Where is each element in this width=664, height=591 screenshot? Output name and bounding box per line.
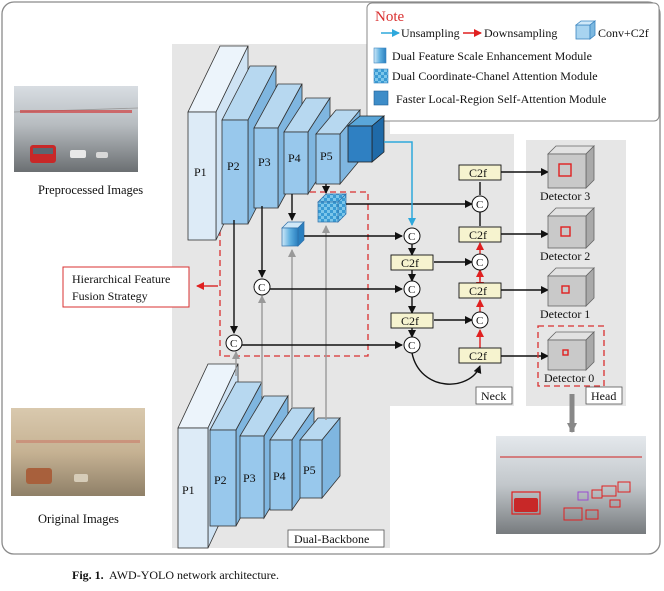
conv-c2f-icon — [574, 20, 597, 40]
dcca-icon — [373, 68, 389, 84]
detector-0-cube — [547, 331, 595, 371]
svg-text:C: C — [408, 340, 415, 352]
preprocessed-image — [13, 86, 139, 172]
flrsa-block — [346, 115, 386, 163]
svg-text:C2f: C2f — [469, 284, 487, 298]
bottom-feature-links — [232, 225, 330, 420]
bottom-p5-block — [299, 416, 341, 500]
neck-c2f-blocks: C2f C2f C2f C2f C2f C2f — [390, 164, 502, 364]
dual-backbone-label: Dual-Backbone — [294, 532, 369, 546]
detector-0-label: Detector 0 — [544, 371, 594, 385]
top-p4-label: P4 — [288, 151, 301, 165]
caption-text: AWD-YOLO network architecture. — [109, 568, 279, 582]
svg-text:C: C — [476, 257, 483, 269]
legend-flrsa: Faster Local-Region Self-Attention Modul… — [396, 92, 606, 106]
svg-text:C2f: C2f — [469, 166, 487, 180]
neck-label-box — [475, 386, 513, 405]
hffs-line2: Fusion Strategy — [72, 289, 148, 303]
head-label-box — [585, 386, 623, 405]
legend-dcca: Dual Coordinate-Chanel Attention Module — [392, 69, 598, 83]
legend: Note Unsampling Downsampling Conv+C2f Du… — [366, 2, 660, 122]
hffs-box — [62, 266, 190, 308]
detector-0-highlight — [537, 325, 605, 387]
svg-text:C: C — [476, 315, 483, 327]
neck-label: Neck — [481, 389, 506, 403]
bottom-p4-label: P4 — [273, 469, 286, 483]
detector-3-label: Detector 3 — [540, 189, 590, 203]
original-image — [11, 408, 145, 496]
original-label: Original Images — [38, 512, 119, 526]
svg-text:C2f: C2f — [401, 256, 419, 270]
neck-flow — [408, 168, 549, 385]
top-p1-label: P1 — [194, 165, 207, 179]
svg-text:C: C — [476, 199, 483, 211]
svg-text:C: C — [408, 284, 415, 296]
top-p2-label: P2 — [227, 159, 240, 173]
bottom-backbone: P1 P2 P3 P4 P5 — [177, 363, 341, 549]
dfse-icon — [373, 47, 387, 64]
detectors: Detector 3 Detector 2 Detector 1 Detecto… — [537, 145, 605, 387]
top-backbone: P1 P2 P3 P4 P5 — [187, 45, 386, 241]
neck-inputs — [242, 200, 473, 349]
bottom-p1-label: P1 — [182, 483, 195, 497]
top-p5-label: P5 — [320, 149, 333, 163]
svg-text:C2f: C2f — [469, 349, 487, 363]
legend-upsampling: Unsampling — [401, 26, 460, 40]
legend-dfse: Dual Feature Scale Enhancement Module — [392, 49, 592, 63]
legend-title: Note — [375, 9, 405, 25]
bottom-p5-label: P5 — [303, 463, 316, 477]
detector-2-label: Detector 2 — [540, 249, 590, 263]
output-image — [496, 436, 646, 534]
top-feature-links — [230, 184, 330, 334]
neck-concat-nodes: C C C C C C — [403, 195, 489, 354]
caption-label: Fig. 1. — [72, 568, 104, 582]
top-p3-label: P3 — [258, 155, 271, 169]
bottom-p3-label: P3 — [243, 471, 256, 485]
detector-1-label: Detector 1 — [540, 307, 590, 321]
hffs-line1: Hierarchical Feature — [72, 272, 170, 286]
flrsa-icon — [373, 90, 389, 106]
svg-text:C: C — [230, 338, 237, 350]
legend-downsampling: Downsampling — [484, 26, 557, 40]
detector-3-cube — [547, 145, 595, 189]
head-label: Head — [591, 389, 616, 403]
dfse-module — [281, 221, 305, 247]
bottom-p2-label: P2 — [214, 473, 227, 487]
dcca-module — [317, 193, 347, 223]
preprocessed-label: Preprocessed Images — [38, 183, 143, 197]
svg-text:C: C — [258, 282, 265, 294]
svg-text:C2f: C2f — [469, 228, 487, 242]
detector-1-cube — [547, 267, 595, 307]
detector-2-cube — [547, 207, 595, 249]
svg-text:C: C — [408, 231, 415, 243]
svg-text:C2f: C2f — [401, 314, 419, 328]
figure-caption: Fig. 1. AWD-YOLO network architecture. — [72, 568, 279, 583]
upsampling-path — [384, 141, 416, 226]
legend-conv-c2f: Conv+C2f — [598, 26, 649, 40]
dual-backbone-label-box — [287, 529, 385, 548]
fusion-concat-nodes: C C — [225, 278, 271, 352]
